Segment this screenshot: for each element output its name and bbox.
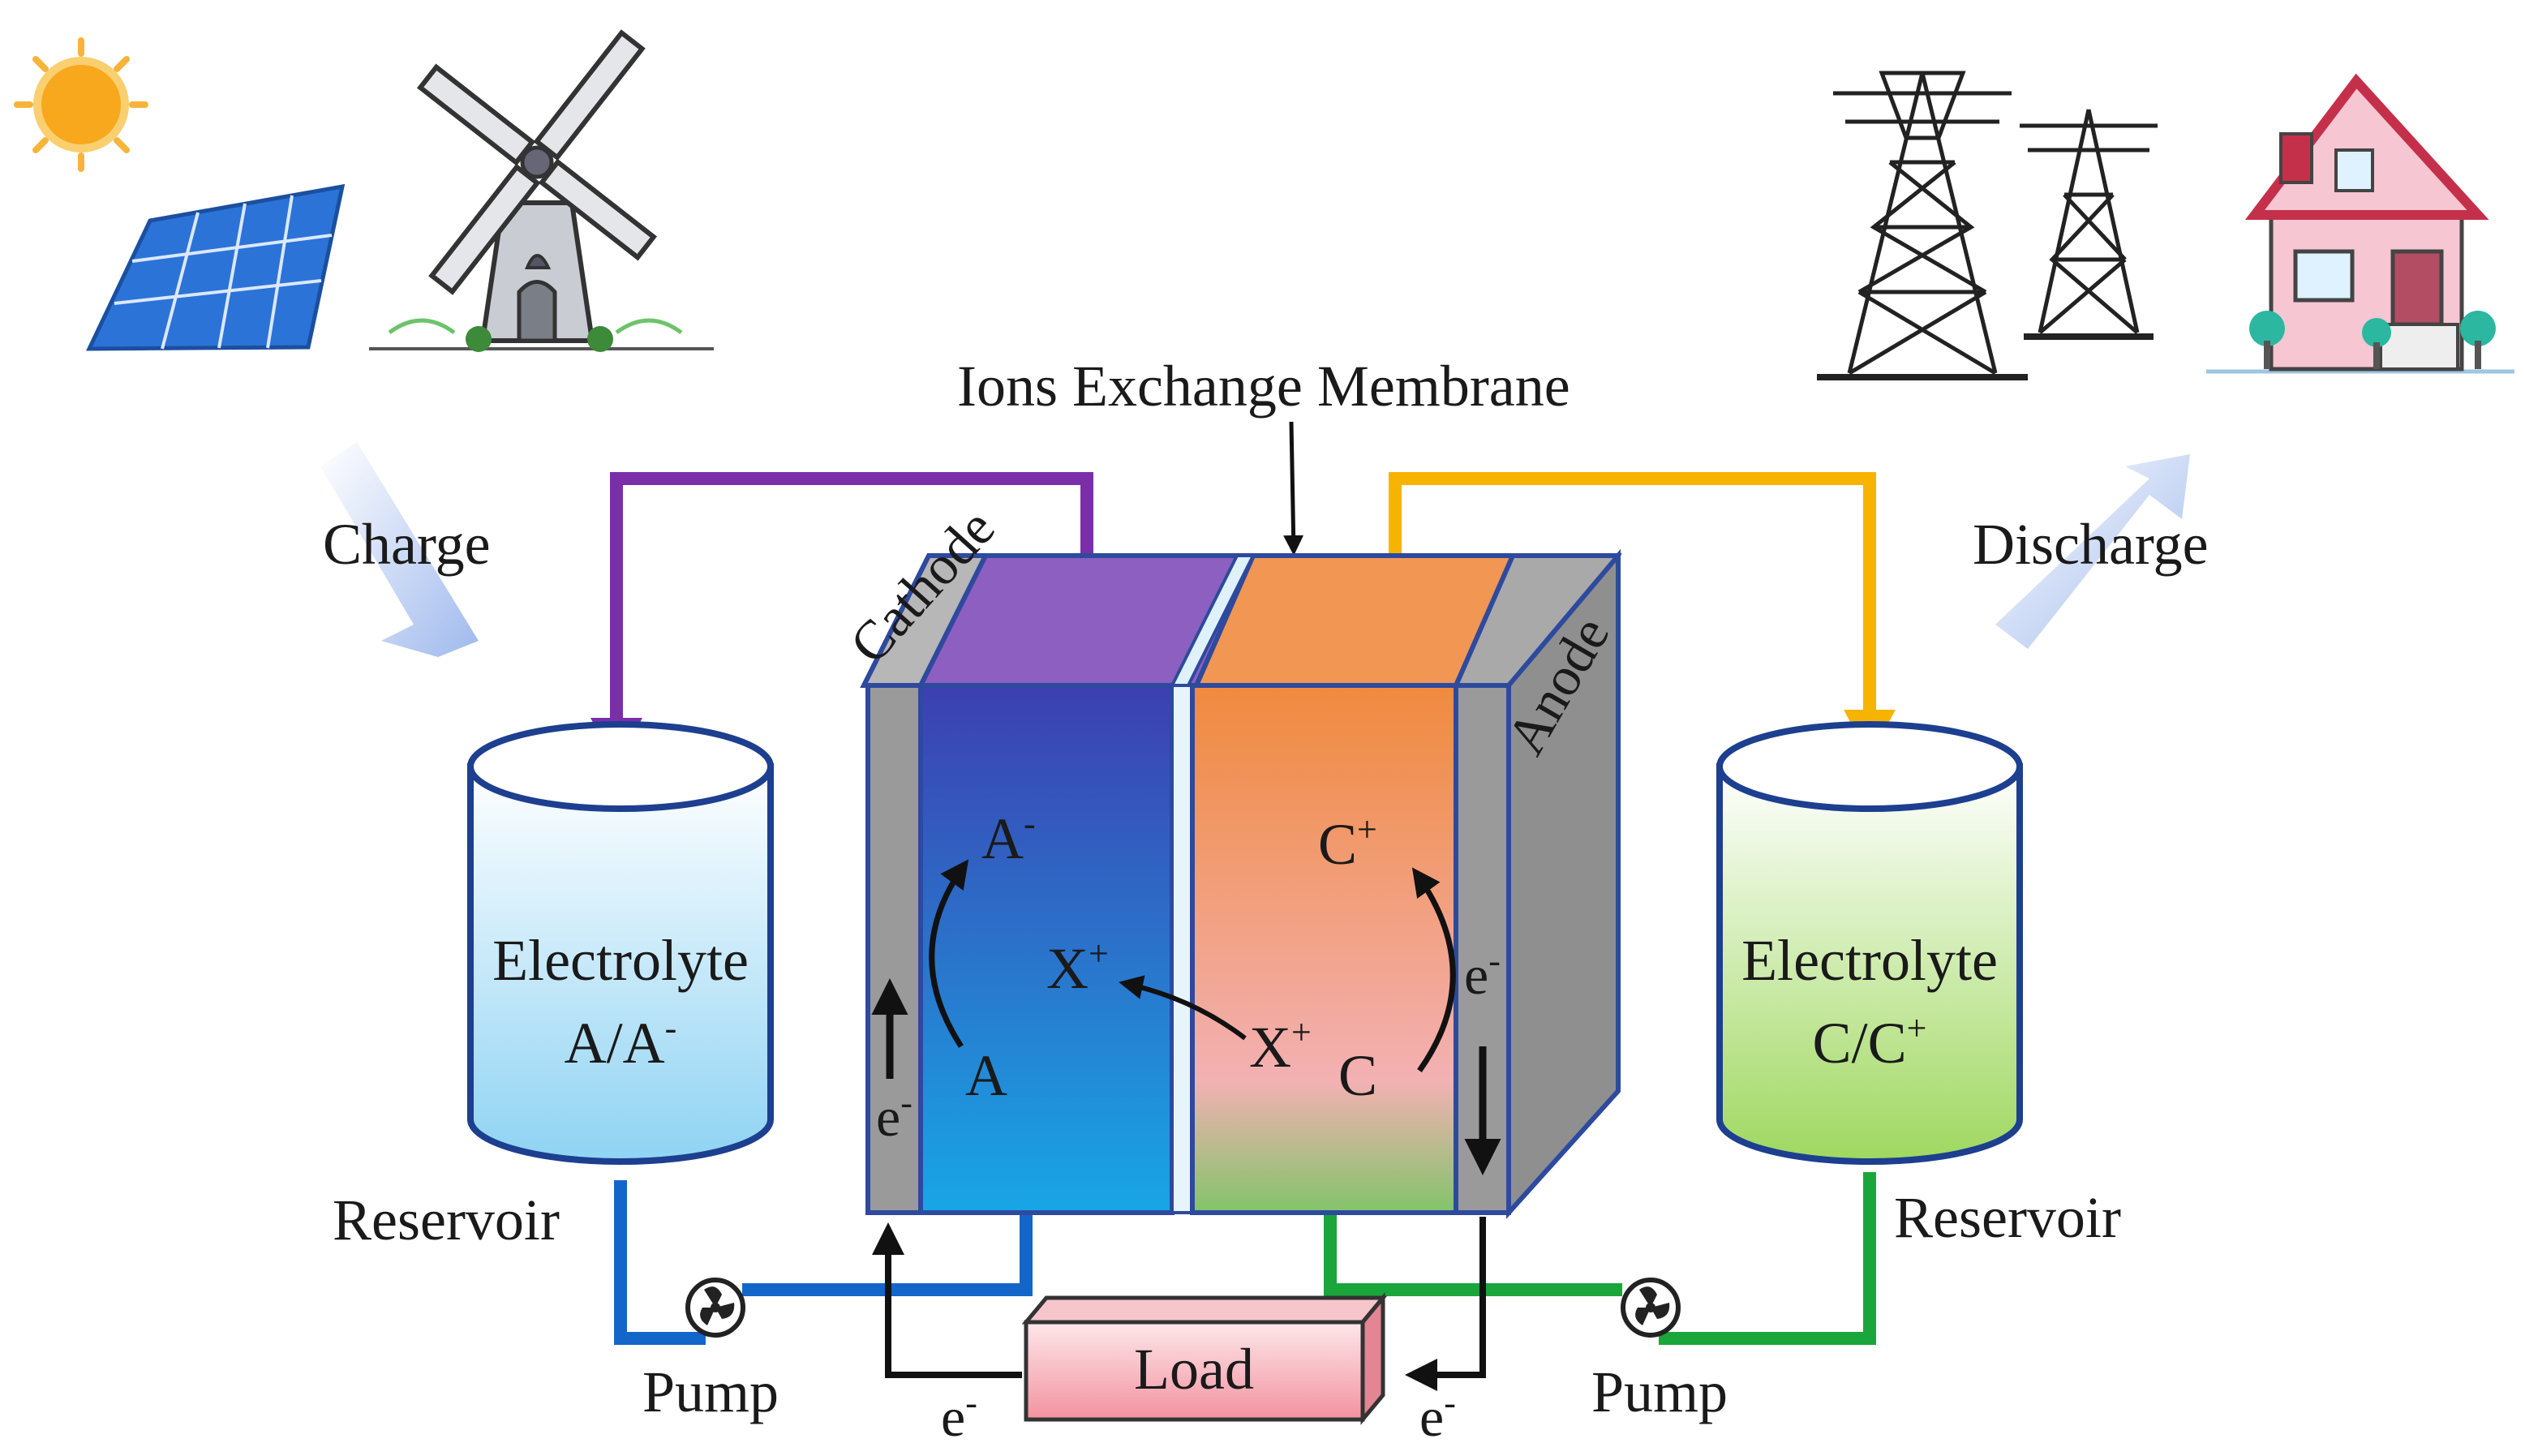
sun-icon (14, 37, 148, 172)
ion-c-plus: C+ (1318, 810, 1377, 877)
discharge-label: Discharge (1973, 512, 2209, 577)
orange-pipe (1389, 472, 1876, 734)
ion-x-plus-left: X+ (1046, 934, 1109, 1001)
right-electrolyte-tank (1716, 721, 2023, 1165)
load-label: Load (1134, 1337, 1254, 1402)
left-tank-species: A/A- (565, 1008, 677, 1076)
ion-exchange-membrane (1170, 684, 1194, 1214)
left-electrolyte-tank (467, 721, 774, 1165)
anode-reaction-arrow (1411, 867, 1456, 1073)
green-pipe-left (1324, 1209, 1622, 1296)
left-tank-title: Electrolyte (492, 928, 749, 993)
anode-compartment (1190, 683, 1458, 1215)
ion-a: A (965, 1043, 1007, 1108)
solar-panel-icon (86, 183, 346, 351)
load-electron-left-label: e- (941, 1383, 977, 1448)
membrane-pointer-arrow (1283, 421, 1304, 556)
cathode-electrode (865, 683, 923, 1215)
ion-x-plus-right: X+ (1249, 1012, 1312, 1080)
load-electron-right-label: e- (1419, 1383, 1456, 1448)
right-pump-icon (1621, 1278, 1681, 1338)
ion-a-minus: A- (981, 804, 1036, 871)
discharge-arrow (1995, 454, 2190, 649)
cathode-electron-label: e- (876, 1083, 913, 1148)
green-pipe-right (1659, 1172, 1876, 1345)
load-box (1021, 1292, 1388, 1425)
ion-transfer-arrow (1119, 975, 1247, 1041)
house-icon (2206, 73, 2514, 374)
left-pump-label: Pump (642, 1359, 779, 1424)
left-reservoir-label: Reservoir (333, 1188, 560, 1252)
transmission-tower-small-icon (2020, 109, 2158, 340)
cathode-compartment (918, 683, 1174, 1215)
cathode-reaction-arrow (929, 859, 969, 1048)
membrane-label: Ions Exchange Membrane (957, 354, 1570, 419)
external-circuit-left (872, 1222, 1022, 1378)
flow-cell (860, 548, 1622, 1219)
charge-label: Charge (323, 512, 491, 577)
blue-pipe-left (614, 1180, 706, 1345)
right-tank-title: Electrolyte (1741, 928, 1998, 993)
left-pump-icon (685, 1278, 745, 1338)
external-circuit-right (1405, 1217, 1486, 1391)
right-tank-species: C/C+ (1813, 1008, 1927, 1076)
anode-electron-label: e- (1464, 941, 1501, 1006)
transmission-tower-icon (1817, 71, 2028, 380)
windmill-icon (369, 29, 714, 352)
charge-arrow (320, 442, 479, 657)
right-reservoir-label: Reservoir (1894, 1185, 2121, 1250)
purple-pipe (610, 472, 1093, 742)
right-pump-label: Pump (1591, 1359, 1728, 1424)
ion-c: C (1338, 1043, 1377, 1108)
blue-pipe-right (742, 1209, 1033, 1296)
